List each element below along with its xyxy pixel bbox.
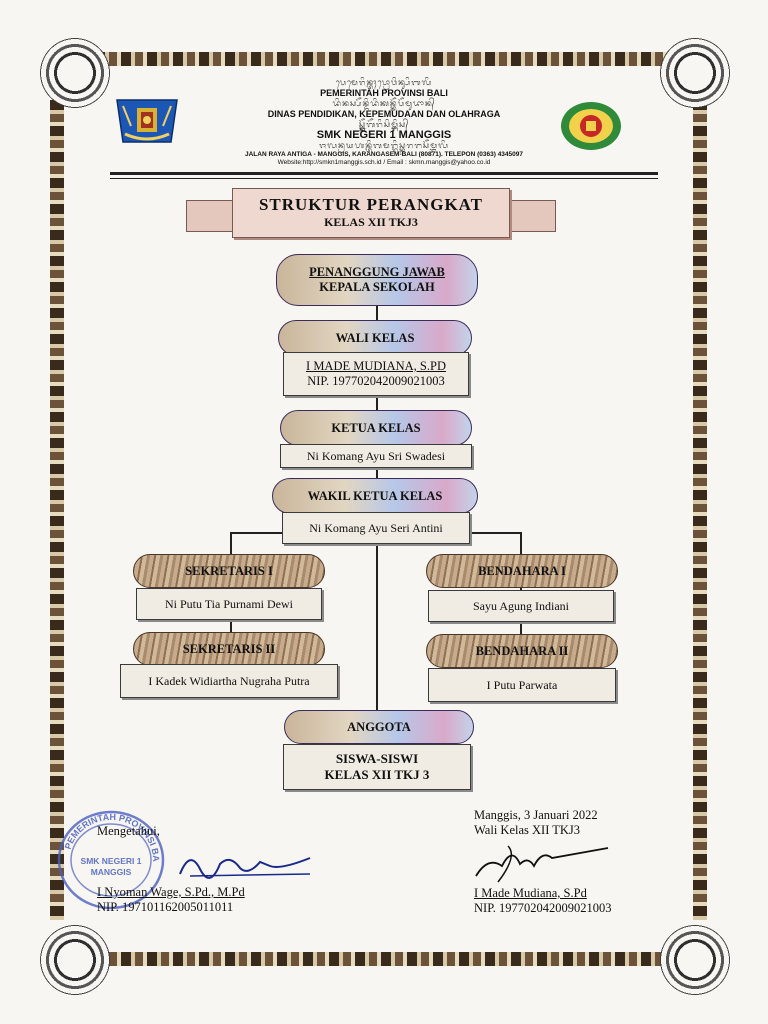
signature-right-footer: I Made Mudiana, S.Pd NIP. 19770204200902… xyxy=(474,886,612,916)
signature-left-label: Mengetahui, xyxy=(97,824,160,838)
sekretaris-2-title: SEKRETARIS II xyxy=(182,642,276,656)
smk-school-logo xyxy=(561,102,621,150)
ornament-corner-bottom-left xyxy=(40,925,110,995)
letterhead-script-line-2: ᬤᬶᬦᬲ᭄ᬧᭂᬦ᭄ᬤᬶᬤᬶᬓᬦ᭄ᬓᭂᬧᭂᬫᬸᬤᬵᬦ᭄ xyxy=(332,99,436,108)
node-ketua-kelas: KETUA KELAS xyxy=(280,410,472,446)
ornament-corner-top-left xyxy=(40,38,110,108)
node-anggota: ANGGOTA xyxy=(284,710,474,744)
bali-province-logo xyxy=(116,99,178,143)
banner-subtitle: KELAS XII TKJ3 xyxy=(324,215,418,229)
signature-right-handwriting xyxy=(475,845,609,883)
node-penanggung-jawab: PENANGGUNG JAWAB KEPALA SEKOLAH xyxy=(276,254,478,306)
letterhead: ᬧᬾᬫᬾᬭᬶᬦ᭄ᬢᬄᬧ᭄ᬭᭀᬯᬶᬦ᭄ᬲᬶᬩᬮᬶ PEMERINTAH PROVI… xyxy=(110,78,658,167)
ornament-corner-bottom-right xyxy=(660,925,730,995)
frame-bottom-border xyxy=(95,952,673,966)
ketua-kelas-title: KETUA KELAS xyxy=(331,421,421,435)
letterhead-contact: Website:http://smkn1manggis.sch.id / Ema… xyxy=(277,159,491,166)
signature-right: Manggis, 3 Januari 2022 Wali Kelas XII T… xyxy=(474,808,598,838)
signature-right-label: Wali Kelas XII TKJ3 xyxy=(474,823,581,837)
letterhead-school-name: SMK NEGERI 1 MANGGIS xyxy=(316,129,452,141)
node-bendahara-2: BENDAHARA II xyxy=(426,634,618,668)
banner-title: STRUKTUR PERANGKAT xyxy=(258,195,484,214)
wali-kelas-name: I MADE MUDIANA, S.PD xyxy=(306,359,446,373)
bendahara-2-name: I Putu Parwata xyxy=(486,678,558,692)
stamp-location-line: MANGGIS xyxy=(91,867,132,877)
letterhead-script-line-4: ᬚᬮᬦ᭄ᬭᬬᬳᬦ᭄ᬢᬶᬕᬫᬗ᭄ᬕᬶᬲ᭄ᬓᬭᬗᬲᭂᬫ᭄ᬩᬮᬶ xyxy=(319,141,449,150)
letterhead-script-line-1: ᬧᬾᬫᬾᬭᬶᬦ᭄ᬢᬄᬧ᭄ᬭᭀᬯᬶᬦ᭄ᬲᬶᬩᬮᬶ xyxy=(335,78,433,87)
node-sekretaris-2: SEKRETARIS II xyxy=(133,632,325,666)
signature-right-name: I Made Mudiana, S.Pd xyxy=(474,886,587,900)
letterhead-government: PEMERINTAH PROVINSI BALI xyxy=(320,88,448,98)
school-stamp: PEMERINTAH PROVINSI BALI SMK NEGERI 1 MA… xyxy=(55,808,165,910)
wali-kelas-title: WALI KELAS xyxy=(335,331,415,345)
signature-left-footer: I Nyoman Wage, S.Pd., M.Pd NIP. 19710116… xyxy=(97,885,245,915)
sekretaris-2-name: I Kadek Widiartha Nugraha Putra xyxy=(148,674,310,688)
letterhead-address: JALAN RAYA ANTIGA - MANGGIS, KARANGASEM-… xyxy=(245,151,523,158)
bendahara-1-box: Sayu Agung Indiani xyxy=(428,590,614,622)
signature-left-nip: NIP. 197101162005011011 xyxy=(97,900,234,914)
penanggung-jawab-label: PENANGGUNG JAWAB xyxy=(309,265,445,279)
anggota-line-1: SISWA-SISWI xyxy=(335,751,419,766)
ketua-kelas-name: Ni Komang Ayu Sri Swadesi xyxy=(306,449,446,463)
anggota-title: ANGGOTA xyxy=(347,720,411,734)
wakil-ketua-box: Ni Komang Ayu Seri Antini xyxy=(282,512,470,544)
ketua-kelas-box: Ni Komang Ayu Sri Swadesi xyxy=(280,444,472,468)
frame-left-border xyxy=(50,100,64,920)
letterhead-department: DINAS PENDIDIKAN, KEPEMUDAAN DAN OLAHRAG… xyxy=(267,109,501,119)
wali-kelas-nip: NIP. 197702042009021003 xyxy=(307,374,445,388)
bendahara-2-title: BENDAHARA II xyxy=(475,644,569,658)
letterhead-divider xyxy=(110,172,658,179)
signature-left: Mengetahui, xyxy=(97,824,160,839)
anggota-box: SISWA-SISWI KELAS XII TKJ 3 xyxy=(283,744,471,790)
signature-left-handwriting xyxy=(179,857,311,879)
node-wakil-ketua: WAKIL KETUA KELAS xyxy=(272,478,478,514)
letterhead-script-line-3: ᬲ᭄ᬫ᭄ᬓ᭄ᬦᭂᬕᭂᬭᬶᬲᬶᬫ᭄ᬗ᭄ᬕᬶᬲ᭄ xyxy=(358,120,410,129)
frame-right-border xyxy=(693,100,707,920)
wali-kelas-box: I MADE MUDIANA, S.PD NIP. 19770204200902… xyxy=(283,352,469,396)
wakil-ketua-name: Ni Komang Ayu Seri Antini xyxy=(309,521,443,535)
ornament-corner-top-right xyxy=(660,38,730,108)
node-sekretaris-1: SEKRETARIS I xyxy=(133,554,325,588)
bendahara-2-box: I Putu Parwata xyxy=(428,668,616,702)
sekretaris-1-name: Ni Putu Tia Purnami Dewi xyxy=(164,597,293,611)
node-wali-kelas: WALI KELAS xyxy=(278,320,472,356)
signature-right-date: Manggis, 3 Januari 2022 xyxy=(474,808,598,822)
sekretaris-1-box: Ni Putu Tia Purnami Dewi xyxy=(136,588,322,620)
bendahara-1-name: Sayu Agung Indiani xyxy=(473,599,569,613)
frame-top-border xyxy=(95,52,673,66)
anggota-line-2: KELAS XII TKJ 3 xyxy=(324,767,430,782)
stamp-school-line: SMK NEGERI 1 xyxy=(81,856,142,866)
kepala-sekolah-label: KEPALA SEKOLAH xyxy=(319,280,435,294)
title-banner: STRUKTUR PERANGKAT KELAS XII TKJ3 xyxy=(232,188,510,238)
signature-right-nip: NIP. 197702042009021003 xyxy=(474,901,612,915)
sekretaris-2-box: I Kadek Widiartha Nugraha Putra xyxy=(120,664,338,698)
node-bendahara-1: BENDAHARA I xyxy=(426,554,618,588)
bendahara-1-title: BENDAHARA I xyxy=(478,564,566,578)
wakil-ketua-title: WAKIL KETUA KELAS xyxy=(307,489,443,503)
signature-left-name: I Nyoman Wage, S.Pd., M.Pd xyxy=(97,885,245,899)
sekretaris-1-title: SEKRETARIS I xyxy=(185,564,273,578)
